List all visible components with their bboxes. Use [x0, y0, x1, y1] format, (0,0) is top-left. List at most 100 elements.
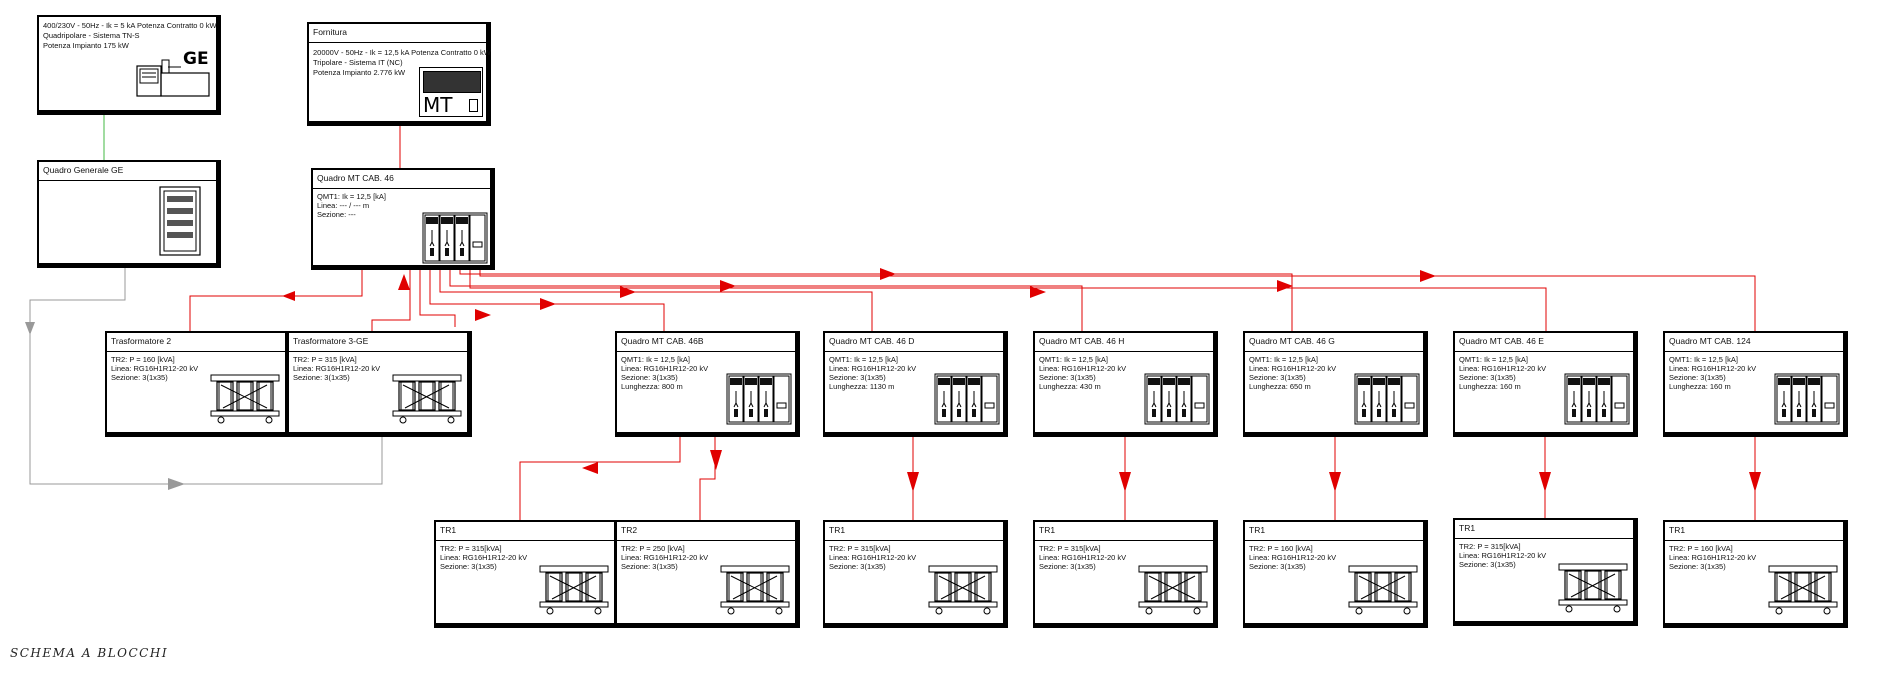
quadro-line-3: Sezione: 3(1x35): [621, 373, 678, 382]
tr-line-3: Sezione: 3(1x35): [1459, 560, 1516, 569]
generator-info-line-3: Potenza Impianto 175 kW: [43, 41, 129, 50]
transformer-icon: [1557, 562, 1629, 619]
quadro-mt-cab-46-block: Quadro MT CAB. 46 QMT1: Ik = 12,5 [kA] L…: [311, 168, 495, 270]
tr-separator: [1455, 538, 1633, 539]
arrow-right-5: [880, 268, 896, 280]
quadro-mt-cab-46h-block: Quadro MT CAB. 46 H QMT1: Ik = 12,5 [kA]…: [1033, 331, 1218, 437]
tr-line-2: Linea: RG16H1R12-20 kV: [1039, 553, 1127, 562]
fornitura-info-line-1: 20000V - 50Hz - Ik = 12,5 kA Potenza Con…: [313, 48, 491, 57]
tr1-cab-46e-block: TR1 TR2: P = 315[kVA] Linea: RG16H1R12-2…: [1453, 518, 1638, 626]
quadro-line-4: Lunghezza: 650 m: [1249, 382, 1311, 391]
tr2-cab-46b-block: TR2 TR2: P = 250 [kVA] Linea: RG16H1R12-…: [615, 520, 800, 628]
quadro-line-1: QMT1: Ik = 12,5 [kA]: [1459, 355, 1528, 364]
arrow-right-8: [1420, 270, 1436, 282]
tr1-cab-46h-block: TR1 TR2: P = 315[kVA] Linea: RG16H1R12-2…: [1033, 520, 1218, 628]
quadro-mt-cab-46e-block: Quadro MT CAB. 46 E QMT1: Ik = 12,5 [kA]…: [1453, 331, 1638, 437]
tr-line-1: TR2: P = 250 [kVA]: [621, 544, 685, 553]
mt-arrows: [282, 268, 1761, 492]
transformer-icon: [1137, 564, 1209, 621]
quadro-line-2: Linea: RG16H1R12-20 kV: [1249, 364, 1337, 373]
quadro-mt-cab-46b-block: Quadro MT CAB. 46B QMT1: Ik = 12,5 [kA] …: [615, 331, 800, 437]
bt-loop-line: [29, 268, 383, 485]
trasformatore-3-ge-line-3: Sezione: 3(1x35): [293, 373, 350, 382]
quadro-line-2: Linea: RG16H1R12-20 kV: [1039, 364, 1127, 373]
tr-line-1: TR2: P = 160 [kVA]: [1669, 544, 1733, 553]
tr1-cab-46d-block: TR1 TR2: P = 315[kVA] Linea: RG16H1R12-2…: [823, 520, 1008, 628]
quadro-line-1: QMT1: Ik = 12,5 [kA]: [829, 355, 898, 364]
transformer-icon: [719, 564, 791, 621]
tr-separator: [1665, 540, 1843, 541]
quadro-title: Quadro MT CAB. 46 E: [1459, 336, 1544, 346]
arrow-up-1: [398, 274, 410, 290]
fornitura-info-line-2: Tripolare - Sistema IT (NC): [313, 58, 403, 67]
tr-separator: [617, 540, 795, 541]
tr-title: TR1: [1459, 523, 1476, 533]
arrow-down-4: [1329, 472, 1341, 492]
trasformatore-2-line-3: Sezione: 3(1x35): [111, 373, 168, 382]
tr-line-2: Linea: RG16H1R12-20 kV: [1249, 553, 1337, 562]
trasformatore-3-ge-block: Trasformatore 3-GE TR2: P = 315 [kVA] Li…: [287, 331, 472, 437]
tr1-cab-124-block: TR1 TR2: P = 160 [kVA] Linea: RG16H1R12-…: [1663, 520, 1848, 628]
quadro-mt-cab-46-line-3: Sezione: ---: [317, 210, 356, 219]
arrow-right-1: [475, 309, 491, 321]
generator-block: 400/230V - 50Hz - Ik = 5 kA Potenza Cont…: [37, 15, 221, 115]
tr-line-3: Sezione: 3(1x35): [1249, 562, 1306, 571]
tr-line-1: TR2: P = 160 [kVA]: [1249, 544, 1313, 553]
quadro-separator: [1665, 351, 1843, 352]
trasformatore-2-separator: [107, 351, 285, 352]
tr-line-2: Linea: RG16H1R12-20 kV: [1459, 551, 1547, 560]
tr-line-3: Sezione: 3(1x35): [829, 562, 886, 571]
trasformatore-2-line-1: TR2: P = 160 [kVA]: [111, 355, 175, 364]
tr-line-1: TR2: P = 315[kVA]: [440, 544, 502, 553]
quadro-title: Quadro MT CAB. 124: [1669, 336, 1751, 346]
quadro-title: Quadro MT CAB. 46 D: [829, 336, 915, 346]
quadro-mt-cab-46d-block: Quadro MT CAB. 46 D QMT1: Ik = 12,5 [kA]…: [823, 331, 1008, 437]
quadro-line-4: Lunghezza: 160 m: [1459, 382, 1521, 391]
tr-line-2: Linea: RG16H1R12-20 kV: [440, 553, 528, 562]
tr1-cab-46b-block: TR1 TR2: P = 315[kVA] Linea: RG16H1R12-2…: [434, 520, 619, 628]
fornitura-block: Fornitura 20000V - 50Hz - Ik = 12,5 kA P…: [307, 22, 491, 126]
arrow-right-6: [1030, 286, 1046, 298]
generator-info-line-1: 400/230V - 50Hz - Ik = 5 kA Potenza Cont…: [43, 21, 217, 30]
quadro-line-2: Linea: RG16H1R12-20 kV: [1669, 364, 1757, 373]
tr-line-1: TR2: P = 315[kVA]: [1459, 542, 1521, 551]
arrow-right-4: [720, 280, 736, 292]
mt-switchgear-icon: [1564, 373, 1630, 430]
mt-switchgear-icon: [422, 212, 488, 269]
bt-arrow-right: [168, 478, 185, 490]
fornitura-title: Fornitura: [313, 27, 348, 37]
transformer-icon: [538, 564, 610, 621]
quadro-mt-cab-124-block: Quadro MT CAB. 124 QMT1: Ik = 12,5 [kA] …: [1663, 331, 1848, 437]
trasformatore-2-line-2: Linea: RG16H1R12-20 kV: [111, 364, 199, 373]
trasformatore-3-ge-line-2: Linea: RG16H1R12-20 kV: [293, 364, 381, 373]
quadro-line-3: Sezione: 3(1x35): [829, 373, 886, 382]
arrow-left-2: [582, 462, 598, 474]
arrow-down-1: [710, 450, 722, 470]
quadro-mt-cab-46-line-2: Linea: --- / --- m: [317, 201, 370, 210]
tr-separator: [436, 540, 614, 541]
quadro-line-2: Linea: RG16H1R12-20 kV: [621, 364, 709, 373]
transformer-icon: [391, 373, 463, 430]
mt-feeders: [189, 270, 1756, 520]
tr-title: TR2: [621, 525, 638, 535]
trasformatore-2-block: Trasformatore 2 TR2: P = 160 [kVA] Linea…: [105, 331, 290, 437]
arrow-down-6: [1749, 472, 1761, 492]
quadro-mt-cab-46-separator: [313, 188, 490, 189]
quadro-mt-cab-46-title: Quadro MT CAB. 46: [317, 173, 394, 183]
tr-title: TR1: [829, 525, 846, 535]
transformer-icon: [1767, 564, 1839, 621]
quadro-mt-cab-46-line-1: QMT1: Ik = 12,5 [kA]: [317, 192, 386, 201]
quadro-line-3: Sezione: 3(1x35): [1039, 373, 1096, 382]
tr-separator: [1245, 540, 1423, 541]
diagram-caption: SCHEMA A BLOCCHI: [10, 646, 169, 660]
quadro-line-1: QMT1: Ik = 12,5 [kA]: [1039, 355, 1108, 364]
generator-icon: [136, 59, 210, 97]
transformer-icon: [927, 564, 999, 621]
tr-line-3: Sezione: 3(1x35): [621, 562, 678, 571]
tr-line-3: Sezione: 3(1x35): [1039, 562, 1096, 571]
quadro-line-1: QMT1: Ik = 12,5 [kA]: [1249, 355, 1318, 364]
tr-line-2: Linea: RG16H1R12-20 kV: [829, 553, 917, 562]
arrow-left-1: [282, 291, 295, 301]
tr-line-1: TR2: P = 315[kVA]: [829, 544, 891, 553]
